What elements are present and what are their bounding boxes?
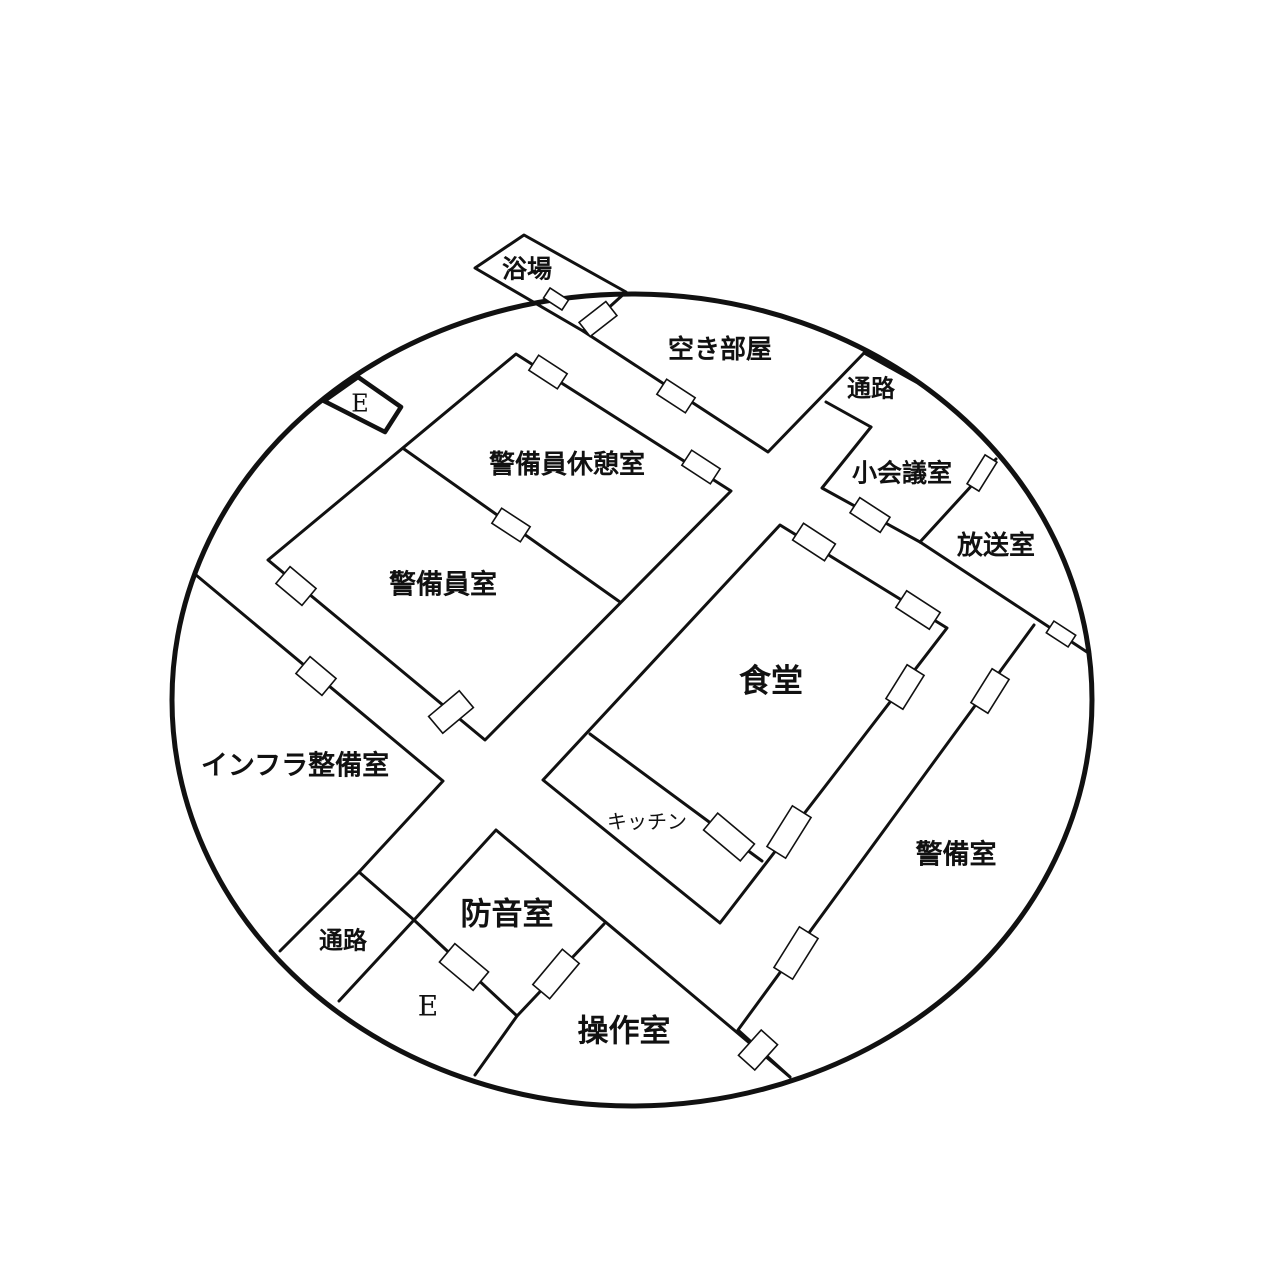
label-security-right: 警備室 — [916, 839, 997, 871]
label-dining: 食堂 — [739, 662, 803, 700]
label-infra: インフラ整備室 — [201, 750, 389, 782]
label-broadcast: 放送室 — [956, 530, 1035, 561]
door-17[interactable] — [702, 812, 756, 862]
label-elevator-upper: E — [351, 390, 369, 418]
room-guard-block[interactable] — [266, 352, 733, 742]
label-guard-lounge: 警備員休憩室 — [489, 449, 645, 480]
outer-boundary — [169, 291, 1095, 1109]
room-empty[interactable] — [581, 329, 866, 454]
door-2[interactable] — [577, 300, 619, 338]
label-operation: 操作室 — [578, 1014, 671, 1050]
door-13[interactable] — [894, 589, 942, 631]
label-guard-room: 警備員室 — [389, 569, 497, 601]
door-16[interactable] — [1045, 619, 1077, 649]
door-20[interactable] — [438, 942, 490, 992]
wall-passage-top — [862, 351, 918, 384]
door-12[interactable] — [791, 522, 837, 562]
door-10[interactable] — [965, 453, 999, 493]
label-elevator-lower: E — [418, 990, 438, 1023]
label-passage-lower: 通路 — [319, 926, 368, 955]
door-1[interactable] — [542, 286, 570, 312]
door-22[interactable] — [737, 1028, 779, 1072]
wall-passage-lower — [357, 870, 416, 922]
label-passage-upper: 通路 — [847, 374, 896, 403]
label-soundproof: 防音室 — [461, 897, 554, 933]
elevator-upper[interactable] — [321, 374, 404, 435]
door-19[interactable] — [772, 925, 820, 981]
door-6[interactable] — [490, 507, 532, 543]
wall-passage-bottom — [824, 400, 873, 429]
room-small-meeting[interactable] — [820, 425, 922, 544]
room-passage-lower[interactable] — [337, 918, 416, 1003]
door-8[interactable] — [294, 655, 338, 697]
door-5[interactable] — [680, 449, 722, 485]
label-empty-room: 空き部屋 — [668, 334, 772, 365]
room-dining-block[interactable] — [541, 523, 949, 925]
door-11[interactable] — [848, 496, 892, 534]
room-soundproof[interactable] — [412, 828, 792, 1079]
door-15[interactable] — [969, 667, 1011, 715]
label-bath: 浴場 — [502, 255, 552, 284]
door-14[interactable] — [884, 663, 926, 711]
label-kitchen: キッチン — [607, 810, 687, 834]
door-7[interactable] — [274, 565, 318, 607]
door-21[interactable] — [531, 948, 581, 1000]
door-18[interactable] — [765, 804, 813, 860]
room-bath[interactable] — [473, 233, 628, 333]
label-small-meeting: 小会議室 — [852, 459, 952, 488]
door-4[interactable] — [655, 378, 697, 414]
door-3[interactable] — [527, 354, 569, 390]
doors — [274, 286, 1077, 1072]
door-9[interactable] — [427, 689, 475, 735]
